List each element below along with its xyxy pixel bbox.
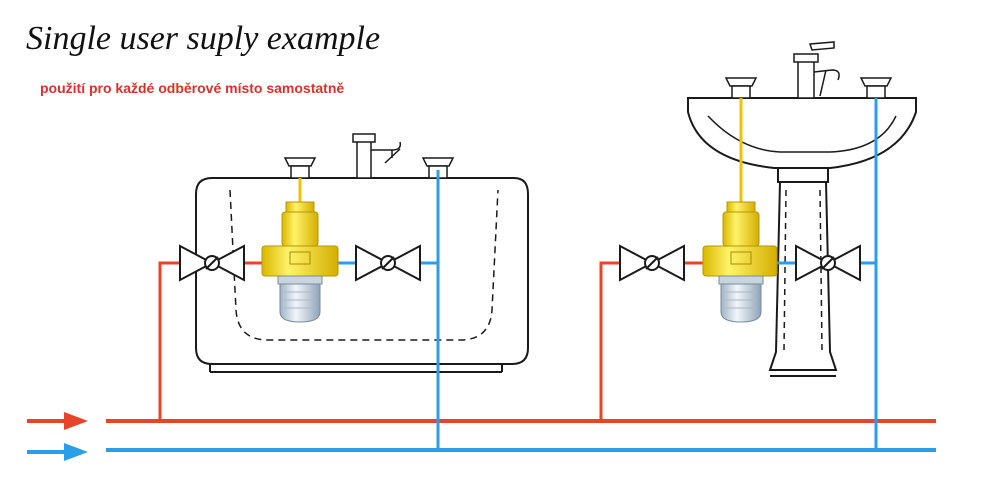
washbasin-hot-pipe — [599, 261, 704, 421]
washbasin-tap-right — [859, 77, 893, 99]
washbasin-tap-left — [724, 77, 758, 99]
bathtub-shutoff-valve-cold — [355, 244, 421, 282]
washbasin — [687, 97, 917, 377]
bathtub-mixing-valve — [261, 201, 339, 323]
washbasin-mixing-valve — [702, 201, 778, 323]
diagram-subtitle: použití pro každé odběrové místo samosta… — [40, 80, 345, 96]
washbasin-faucet — [793, 41, 840, 99]
washbasin-cold-pipe — [776, 98, 878, 450]
bathtub-shutoff-valve-hot — [179, 244, 245, 282]
diagram-title: Single user suply example — [26, 20, 381, 57]
cold-inlet-arrow — [27, 443, 88, 461]
bathtub-faucet — [352, 133, 402, 179]
bathtub-cold-pipe — [336, 170, 440, 450]
washbasin-shutoff-valve-hot — [619, 244, 685, 282]
bathtub-tap-left — [283, 157, 317, 179]
bathtub-hot-pipe — [158, 261, 264, 421]
hot-inlet-arrow — [27, 412, 88, 430]
washbasin-shutoff-valve-cold — [795, 244, 861, 282]
